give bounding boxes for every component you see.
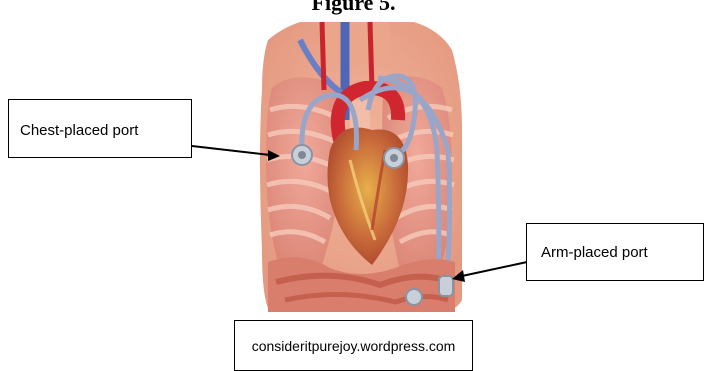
arm-port-arrow [452, 262, 527, 282]
source-credit: consideritpurejoy.wordpress.com [234, 320, 473, 371]
source-credit-text: consideritpurejoy.wordpress.com [252, 338, 456, 354]
arm-port-label: Arm-placed port [526, 223, 704, 281]
chest-port-label: Chest-placed port [8, 99, 192, 158]
chest-port-device-right [384, 148, 404, 168]
chest-port-label-text: Chest-placed port [20, 122, 138, 139]
chest-port-device [292, 145, 312, 165]
lower-port-device [406, 289, 422, 305]
arm-port-device [439, 276, 453, 296]
arm-port-label-text: Arm-placed port [541, 244, 648, 261]
